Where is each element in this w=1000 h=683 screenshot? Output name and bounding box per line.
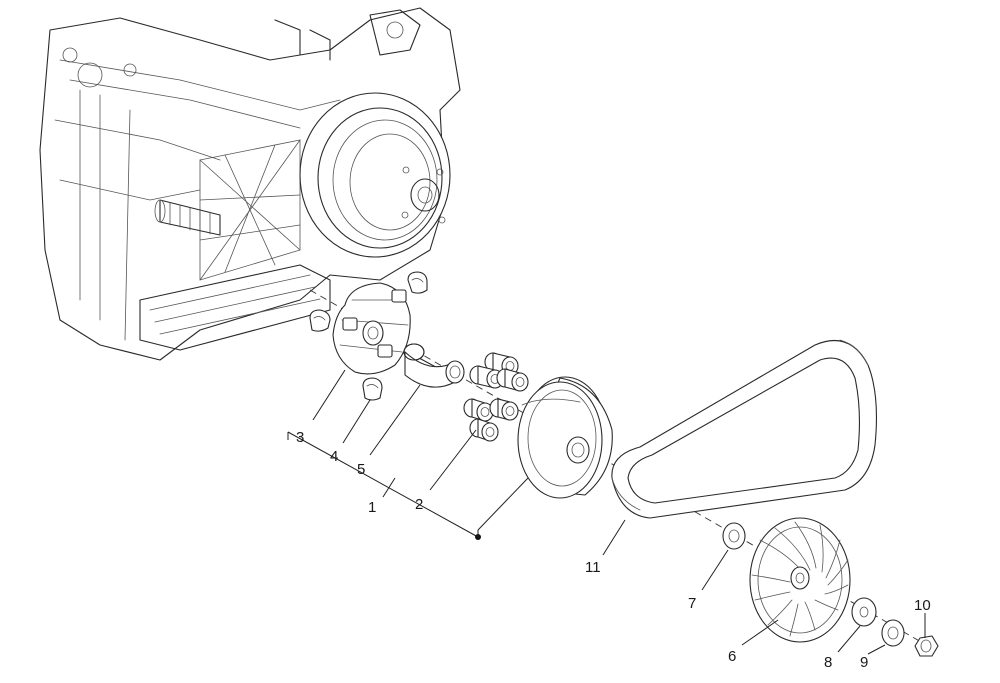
callout-label-2: 2 <box>415 496 423 513</box>
engine-block <box>39 7 461 361</box>
slider-pieces <box>309 271 428 401</box>
callout-label-3: 3 <box>296 429 304 446</box>
callout-lines <box>287 369 926 655</box>
callout-labels: 3 4 5 1 2 11 7 6 8 9 10 <box>296 429 931 671</box>
callout-label-1: 1 <box>368 499 376 516</box>
callout-label-9: 9 <box>860 654 868 671</box>
washer-part <box>722 522 746 550</box>
spring-washer-part <box>881 619 905 647</box>
callout-label-11: 11 <box>585 559 601 576</box>
fan-pulley-part <box>749 517 851 643</box>
callout-label-10: 10 <box>914 597 931 614</box>
callout-label-4: 4 <box>330 448 338 465</box>
callout-label-5: 5 <box>357 461 365 478</box>
variator-pulley-part <box>517 376 613 499</box>
bushing-sleeve-part <box>403 343 465 388</box>
variator-rollers <box>463 352 529 442</box>
callout-label-7: 7 <box>688 595 696 612</box>
flat-washer-part <box>851 597 877 627</box>
drive-belt-part <box>611 339 878 519</box>
nut-part <box>914 635 939 657</box>
callout-label-6: 6 <box>728 648 736 665</box>
callout-label-8: 8 <box>824 654 832 671</box>
ramp-plate-part <box>332 282 411 375</box>
